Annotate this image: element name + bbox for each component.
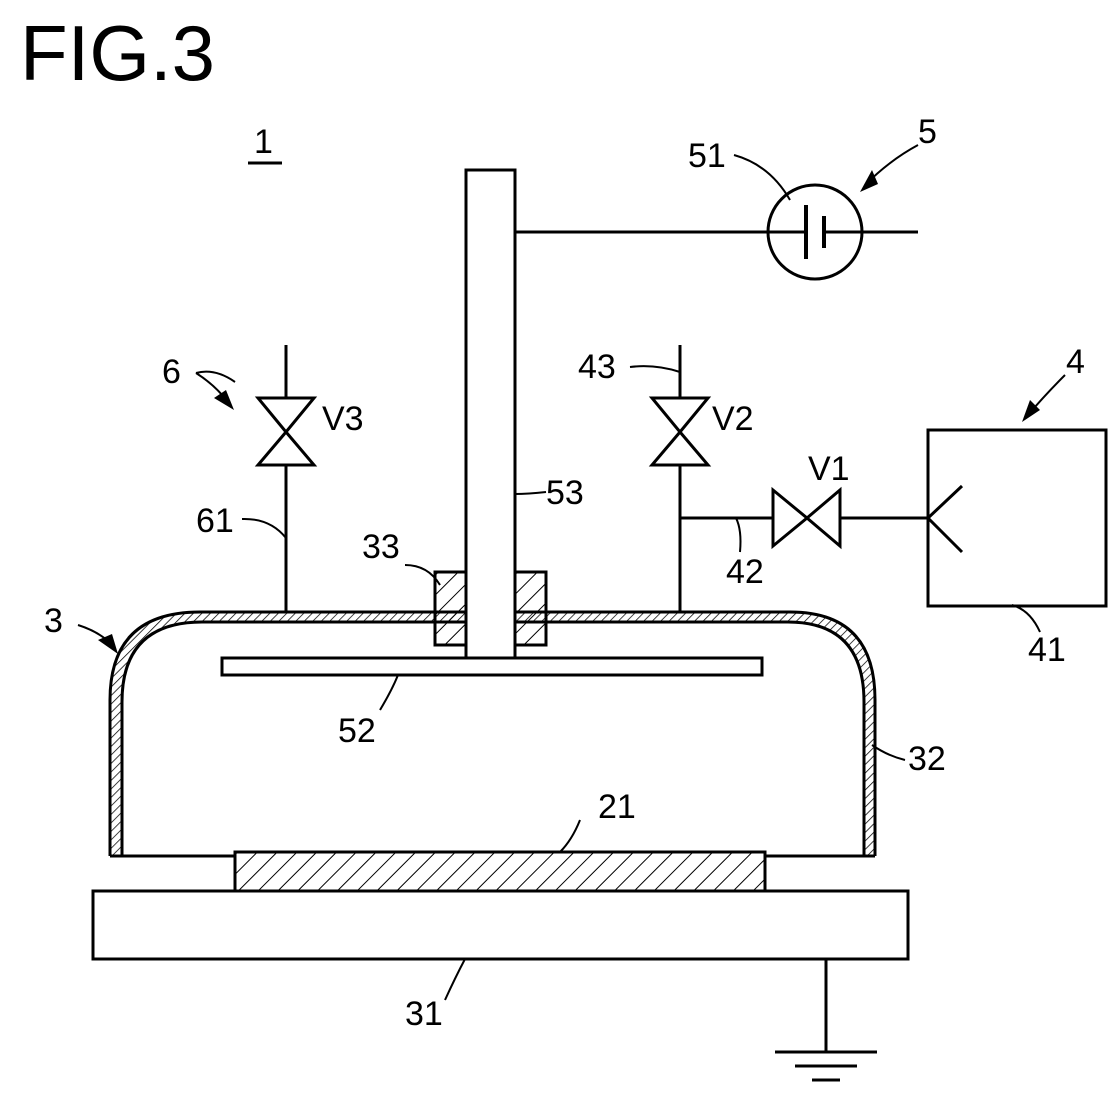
leader-32 [872, 745, 905, 760]
arrow-4-icon [1022, 375, 1065, 422]
valve-v1-icon [773, 490, 840, 546]
ground-icon [775, 959, 877, 1080]
label-valve-v3: V3 [322, 400, 364, 438]
label-substrate: 21 [598, 788, 636, 826]
label-gas-pipe: 42 [726, 553, 764, 591]
leader-53 [515, 492, 546, 494]
label-valve-v2: V2 [712, 400, 754, 438]
arrow-5-icon [860, 145, 918, 192]
leader-51 [734, 155, 790, 200]
label-vent-pipe: 43 [578, 348, 616, 386]
leader-41 [1012, 605, 1040, 632]
label-base-plate: 31 [405, 995, 443, 1033]
leader-52 [380, 675, 398, 710]
substrate [235, 852, 765, 891]
valve-v2-icon [652, 398, 708, 465]
label-exhaust-pipe: 61 [196, 502, 234, 540]
label-electrode-plate: 52 [338, 712, 376, 750]
label-gas-unit: 4 [1066, 343, 1085, 381]
insulator-right [515, 572, 546, 645]
label-exhaust-unit: 6 [162, 353, 181, 391]
leader-61 [242, 519, 286, 538]
label-cover: 32 [908, 740, 946, 778]
label-electrode-rod: 53 [546, 474, 584, 512]
leader-31 [445, 959, 465, 1000]
base-plate [93, 891, 908, 959]
leader-43 [630, 366, 680, 372]
leader-42 [736, 518, 741, 552]
label-insulator: 33 [362, 528, 400, 566]
label-apparatus: 1 [254, 123, 273, 161]
power-source-icon [768, 185, 862, 279]
electrode-rod [466, 170, 515, 658]
arrow-3-icon [78, 625, 118, 654]
label-power-unit: 5 [918, 113, 937, 151]
label-chamber: 3 [44, 602, 63, 640]
valve-v3-icon [258, 398, 314, 465]
label-power-source: 51 [688, 137, 726, 175]
figure-title: FIG.3 [20, 9, 215, 97]
electrode-plate [222, 658, 762, 675]
gas-supply-box [928, 430, 1106, 606]
leader-21 [560, 820, 580, 852]
label-valve-v1: V1 [808, 450, 850, 488]
label-gas-supply: 41 [1028, 631, 1066, 669]
